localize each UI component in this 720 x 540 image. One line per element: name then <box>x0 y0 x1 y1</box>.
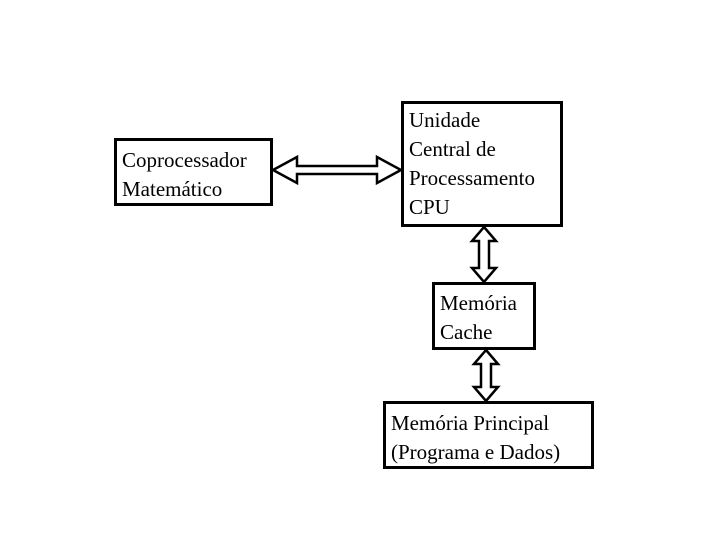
node-cache-memory: Memória Cache <box>432 282 536 350</box>
node-math-coprocessor: Coprocessador Matemático <box>114 138 273 206</box>
node-label-line: Memória <box>440 291 517 315</box>
node-label-line: Unidade <box>409 108 481 132</box>
node-label-line: CPU <box>409 195 450 219</box>
node-cpu: Unidade Central de Processamento CPU <box>401 101 563 227</box>
node-main-memory: Memória Principal (Programa e Dados) <box>383 401 594 469</box>
node-label-line: (Programa e Dados) <box>391 440 561 464</box>
node-label-line: Matemático <box>122 177 223 201</box>
node-label-line: Processamento <box>409 166 535 190</box>
arrow-coprocessor-cpu <box>270 154 404 186</box>
node-label-line: Cache <box>440 320 493 344</box>
node-label-line: Memória Principal <box>391 411 550 435</box>
node-label-line: Coprocessador <box>122 148 247 172</box>
node-label-line: Central de <box>409 137 496 161</box>
arrow-cache-main-memory <box>471 348 501 403</box>
arrow-cpu-cache <box>469 225 499 284</box>
